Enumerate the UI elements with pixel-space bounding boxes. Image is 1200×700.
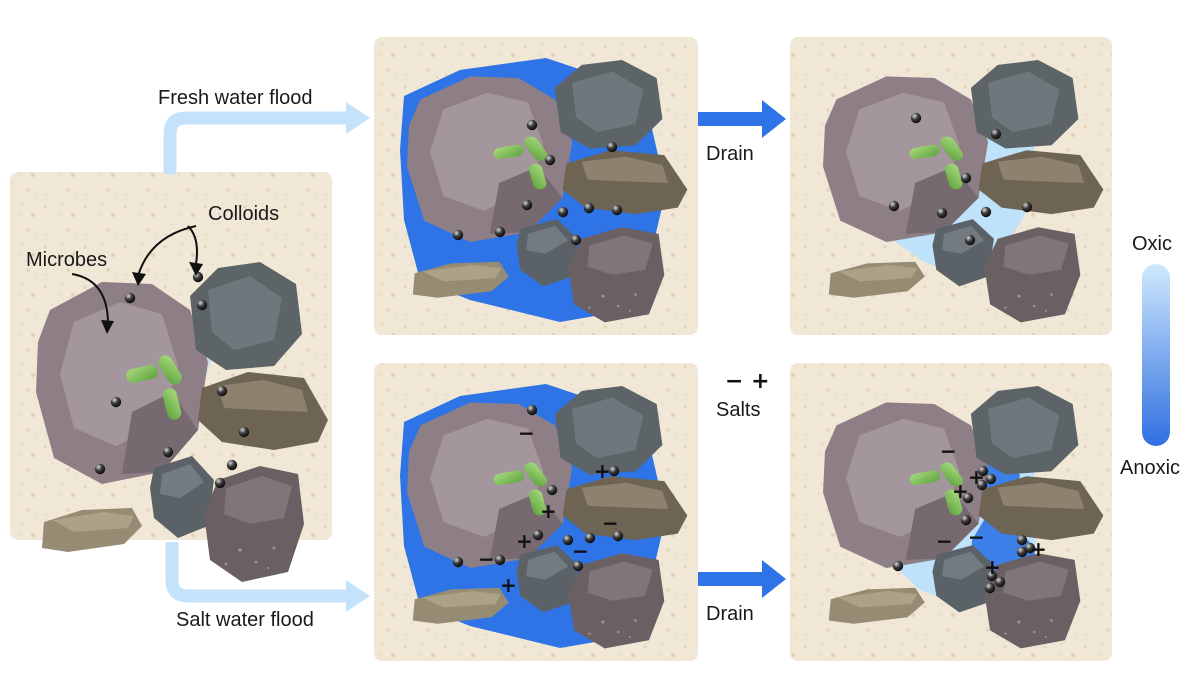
- label-fresh-water-flood: Fresh water flood: [158, 87, 313, 109]
- svg-text:−: −: [602, 511, 619, 535]
- svg-text:−: −: [572, 539, 589, 563]
- callout-arrowheads: [101, 262, 203, 334]
- svg-text:−: −: [936, 529, 953, 553]
- svg-text:+: +: [594, 459, 611, 483]
- arrow-salt-flood: [165, 542, 370, 612]
- svg-text:+: +: [1030, 537, 1047, 561]
- panel-fresh-flooded: [374, 37, 698, 335]
- panel-initial: [10, 172, 332, 582]
- arrow-drain-bottom: [698, 560, 786, 598]
- svg-text:+: +: [516, 529, 533, 553]
- label-salt-water-flood: Salt water flood: [176, 609, 314, 631]
- svg-text:+: +: [984, 555, 1001, 579]
- svg-text:+: +: [540, 499, 557, 523]
- label-anoxic: Anoxic: [1120, 457, 1180, 479]
- svg-text:−: −: [940, 439, 957, 463]
- oxic-anoxic-gradient-bar: [1142, 264, 1170, 446]
- label-oxic: Oxic: [1132, 233, 1172, 255]
- arrow-drain-top: [698, 100, 786, 138]
- panel-salt-flooded: −+ ++ −− +−: [374, 363, 698, 661]
- svg-text:+: +: [952, 479, 969, 503]
- svg-text:−: −: [518, 421, 535, 445]
- svg-text:−: −: [478, 547, 495, 571]
- svg-text:−: −: [968, 525, 985, 549]
- salt-ions-flooded: −+ ++ −− +−: [478, 421, 619, 597]
- label-drain-top: Drain: [706, 143, 754, 165]
- label-salts: Salts: [716, 399, 760, 421]
- label-salts-symbols: − +: [725, 369, 770, 394]
- callout-arrows: [71, 225, 198, 325]
- svg-text:+: +: [968, 465, 985, 489]
- panel-salt-drained: −+ +− −+ +: [790, 363, 1112, 661]
- panel-fresh-drained: [790, 37, 1112, 335]
- label-microbes: Microbes: [26, 249, 107, 271]
- label-colloids: Colloids: [208, 203, 279, 225]
- svg-text:+: +: [500, 573, 517, 597]
- label-drain-bottom: Drain: [706, 603, 754, 625]
- salt-ions-drained: −+ +− −+ +: [936, 439, 1047, 579]
- arrow-fresh-flood: [163, 102, 370, 174]
